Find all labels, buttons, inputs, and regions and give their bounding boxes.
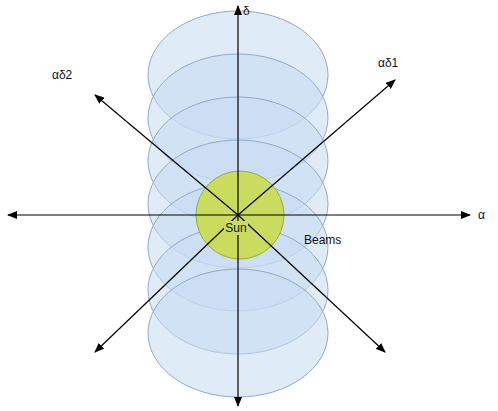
axis-label: α xyxy=(478,208,485,222)
axis-label: αδ2 xyxy=(52,68,72,82)
beams-label: Beams xyxy=(304,233,341,247)
axis-label: αδ1 xyxy=(378,56,398,70)
axis-label: δ xyxy=(243,4,250,18)
sun-label: Sun xyxy=(224,221,247,235)
